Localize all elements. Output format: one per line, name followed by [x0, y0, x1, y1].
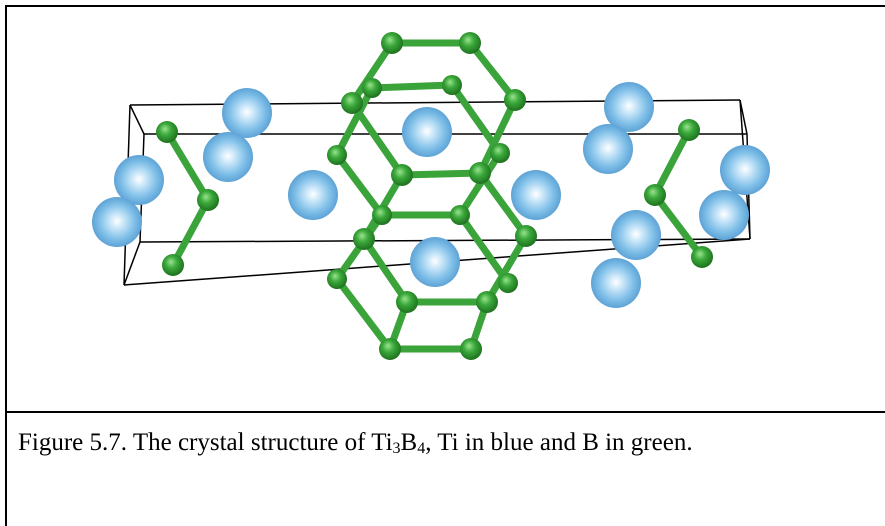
cell-edge	[129, 104, 145, 135]
b-atom	[327, 269, 347, 289]
b-b-bond	[651, 126, 693, 199]
b-atom	[498, 273, 518, 293]
b-b-bond	[368, 81, 456, 92]
b-atom	[162, 254, 184, 276]
boron-bonds	[163, 39, 706, 353]
b-b-bond	[456, 211, 512, 287]
ti-atom	[604, 82, 654, 132]
b-atom	[156, 121, 178, 143]
cell-edge	[739, 99, 748, 135]
ti-atom	[511, 170, 561, 220]
b-atom	[644, 184, 666, 206]
ti-atom	[410, 237, 460, 287]
ti-atom	[92, 197, 142, 247]
ti-atom	[114, 155, 164, 205]
b-b-bond	[476, 169, 530, 240]
b-atom	[476, 291, 498, 313]
caption-text-after: , Ti in blue and B in green.	[425, 429, 693, 456]
b-b-bond	[448, 81, 504, 157]
formula-sub-3: 3	[392, 440, 401, 457]
b-atom	[362, 78, 382, 98]
b-b-bond	[466, 39, 519, 104]
ti-atom	[720, 145, 770, 195]
b-atom	[469, 162, 491, 184]
b-b-bond	[348, 39, 396, 107]
b-atom	[515, 225, 537, 247]
b-b-bond	[476, 96, 519, 177]
b-atom	[197, 189, 219, 211]
figure-frame	[5, 5, 885, 526]
b-b-bond	[163, 128, 212, 204]
formula-sub-4: 4	[417, 440, 426, 457]
ti-atom	[203, 132, 253, 182]
b-atom	[391, 164, 413, 186]
ti-atom	[288, 170, 338, 220]
crystal-structure-figure	[7, 7, 885, 411]
b-b-bond	[333, 84, 376, 159]
ti-atom	[583, 124, 633, 174]
formula-b: B	[400, 429, 418, 456]
b-atom	[381, 32, 403, 54]
b-atom	[504, 89, 526, 111]
b-b-bond	[333, 151, 386, 219]
ti-atom	[222, 88, 272, 138]
b-atom	[353, 228, 375, 250]
ti-atom	[699, 190, 749, 240]
b-b-bond	[398, 169, 484, 179]
b-atom	[396, 291, 418, 313]
ti-atom	[402, 107, 452, 157]
b-atom	[379, 338, 401, 360]
caption-text-before: The crystal structure of	[132, 429, 372, 456]
b-atom	[327, 145, 347, 165]
cell-edge	[123, 241, 141, 286]
caption-divider	[5, 411, 885, 413]
b-atom	[450, 205, 470, 225]
boron-atoms	[156, 32, 713, 360]
figure-caption: Figure 5.7. The crystal structure of Ti3…	[18, 420, 868, 466]
b-atom	[678, 119, 700, 141]
b-b-bond	[483, 232, 530, 306]
b-b-bond	[169, 196, 212, 269]
b-b-bond	[360, 235, 411, 306]
formula-ti: Ti	[371, 429, 393, 456]
b-atom	[691, 246, 713, 268]
b-atom	[341, 92, 363, 114]
b-atom	[459, 32, 481, 54]
ti-atom	[591, 258, 641, 308]
b-atom	[460, 338, 482, 360]
b-b-bond	[333, 275, 394, 353]
titanium-atoms	[92, 82, 770, 308]
b-atom	[372, 205, 392, 225]
figure-label: Figure 5.7.	[18, 429, 128, 456]
crystal-structure-diagram	[92, 32, 770, 360]
b-atom	[442, 75, 462, 95]
b-atom	[490, 143, 510, 163]
ti-atom	[611, 210, 661, 260]
b-b-bond	[651, 191, 706, 261]
